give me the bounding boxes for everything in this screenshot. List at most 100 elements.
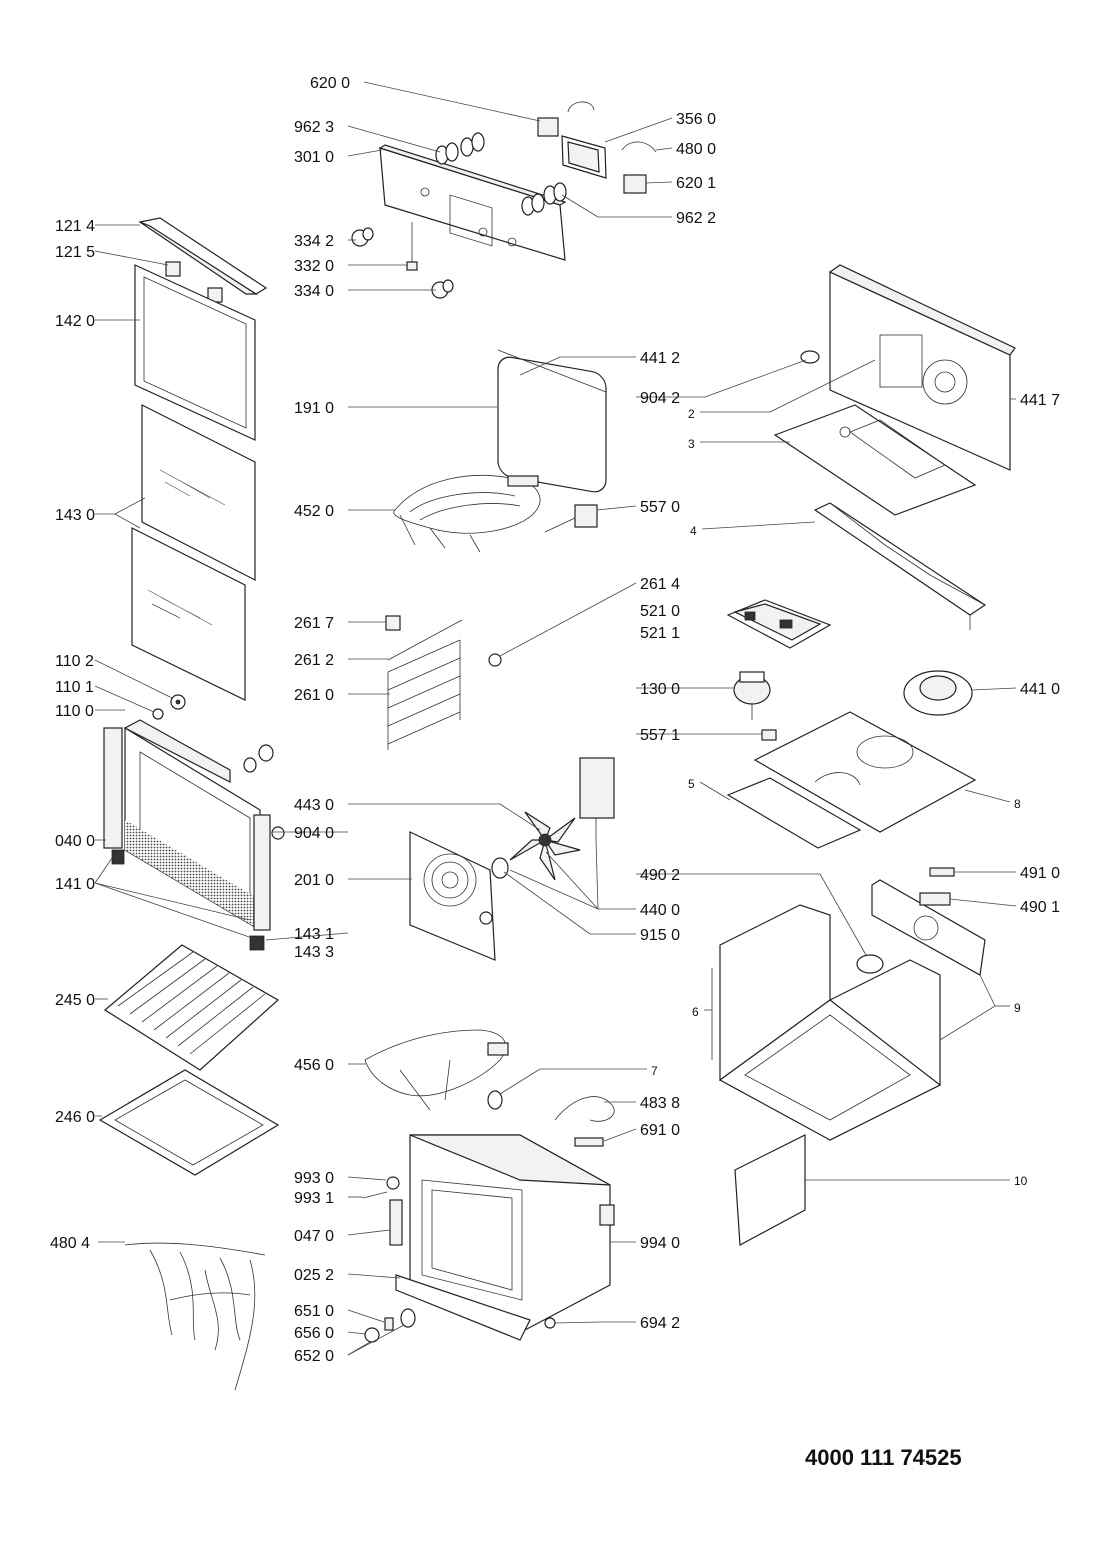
door-spacers-part (152, 694, 274, 773)
assembly-label-s2: 2 (688, 407, 695, 421)
oven-back-wall-part (409, 831, 496, 961)
part-label-p9622: 962 2 (676, 210, 716, 227)
lamp-parts-part (362, 1176, 416, 1343)
wiring-harness-part (124, 1242, 266, 1391)
oven-housing-part (711, 904, 942, 1141)
outer-door-part (103, 719, 285, 951)
baking-tray-part (98, 1069, 280, 1176)
part-label-p5210: 521 0 (640, 603, 680, 620)
small-knobs-part (351, 222, 454, 299)
part-label-p1300: 130 0 (640, 681, 680, 698)
part-label-p6942: 694 2 (640, 1315, 680, 1332)
assembly-label-s7: 7 (651, 1064, 658, 1078)
control-electronics-part (537, 101, 657, 194)
oven-rack-part (103, 944, 280, 1071)
part-label-p9623: 962 3 (294, 119, 334, 136)
assembly-label-s10: 10 (1014, 1174, 1028, 1188)
grill-element-part (393, 475, 541, 553)
part-label-p5571: 557 1 (640, 727, 680, 744)
part-label-p9930: 993 0 (294, 1170, 334, 1187)
shelf-runner-part (385, 615, 502, 750)
part-label-p4560: 456 0 (294, 1057, 334, 1074)
part-label-p1431: 143 1 (294, 926, 334, 943)
part-label-p1215: 121 5 (55, 244, 95, 261)
part-label-p4804: 480 4 (50, 1235, 90, 1252)
part-label-p9931: 993 1 (294, 1190, 334, 1207)
oven-seal-part (497, 349, 607, 493)
lower-element-part (364, 1029, 509, 1111)
part-label-p1102: 110 2 (55, 653, 94, 670)
part-label-p4800: 480 0 (676, 141, 716, 158)
door-inner-glass-part (134, 264, 256, 441)
control-panel-part (378, 144, 567, 261)
part-label-p9150: 915 0 (640, 927, 680, 944)
part-label-p0252: 025 2 (294, 1267, 334, 1284)
part-label-p5570: 557 0 (640, 499, 680, 516)
cooling-motor-part (733, 671, 771, 720)
door-glass-panes-part (131, 404, 256, 701)
part-label-p0470: 047 0 (294, 1228, 334, 1245)
assembly-number-labels: 2 3 4 5 8 6 9 7 10 (651, 407, 1028, 1188)
part-label-p9042: 904 2 (640, 390, 680, 407)
door-handle-part (138, 217, 268, 303)
part-label-p3010: 301 0 (294, 149, 334, 166)
thermostat-part (544, 504, 598, 533)
leader-lines (94, 81, 1017, 1356)
assembly-label-s8: 8 (1014, 797, 1021, 811)
mains-cable-part (487, 1090, 615, 1147)
part-label-p3342: 334 2 (294, 233, 334, 250)
oven-cavity-part (389, 1134, 615, 1341)
part-label-p2610: 261 0 (294, 687, 334, 704)
part-label-p9940: 994 0 (640, 1235, 680, 1252)
part-label-p1433: 143 3 (294, 944, 334, 961)
fan-assembly-part (491, 757, 615, 881)
part-label-p4910: 491 0 (1020, 865, 1060, 882)
part-label-p4412: 441 2 (640, 350, 680, 367)
assembly-label-s6: 6 (692, 1005, 699, 1019)
part-label-p6910: 691 0 (640, 1122, 680, 1139)
rear-panel-part (828, 264, 1016, 471)
part-label-p6520: 652 0 (294, 1348, 334, 1365)
part-label-p3320: 332 0 (294, 258, 334, 275)
rear-plate-part (871, 867, 986, 976)
part-label-p2614: 261 4 (640, 576, 680, 593)
top-plate-part (773, 404, 977, 516)
part-label-p2460: 246 0 (55, 1109, 95, 1126)
part-label-p4430: 443 0 (294, 797, 334, 814)
part-label-p1430: 143 0 (55, 507, 95, 524)
part-label-p4520: 452 0 (294, 503, 334, 520)
cooling-tray-part (726, 711, 977, 849)
part-label-p4400: 440 0 (640, 902, 680, 919)
part-label-p2010: 201 0 (294, 872, 334, 889)
parts-illustrations (98, 101, 1016, 1391)
insulation-panel-part (734, 1134, 806, 1246)
assembly-label-s5: 5 (688, 777, 695, 791)
document-number: 4000 111 74525 (805, 1445, 962, 1470)
part-label-p2617: 261 7 (294, 615, 334, 632)
part-label-p5211: 521 1 (640, 625, 680, 642)
assembly-label-s4: 4 (690, 524, 697, 538)
part-label-p4410: 441 0 (1020, 681, 1060, 698)
part-label-p2450: 245 0 (55, 992, 95, 1009)
part-label-p1214: 121 4 (55, 218, 95, 235)
part-label-p4417: 441 7 (1020, 392, 1060, 409)
part-label-p3340: 334 0 (294, 283, 334, 300)
part-label-p0400: 040 0 (55, 833, 95, 850)
part-label-p9040: 904 0 (294, 825, 334, 842)
part-label-p1101: 110 1 (55, 679, 94, 696)
part-label-p3560: 356 0 (676, 111, 716, 128)
part-label-p4838: 483 8 (640, 1095, 680, 1112)
knob-pair-part (435, 132, 485, 165)
part-label-p6200a: 620 0 (310, 75, 350, 92)
part-label-p4902: 490 2 (640, 867, 680, 884)
part-label-p1910: 191 0 (294, 400, 334, 417)
part-label-p2612: 261 2 (294, 652, 334, 669)
assembly-label-s3: 3 (688, 437, 695, 451)
cooling-fan-part (903, 670, 973, 716)
assembly-label-s9: 9 (1014, 1001, 1021, 1015)
safety-thermostat-part (761, 729, 777, 741)
part-label-p1410: 141 0 (55, 876, 95, 893)
part-label-p6510: 651 0 (294, 1303, 334, 1320)
